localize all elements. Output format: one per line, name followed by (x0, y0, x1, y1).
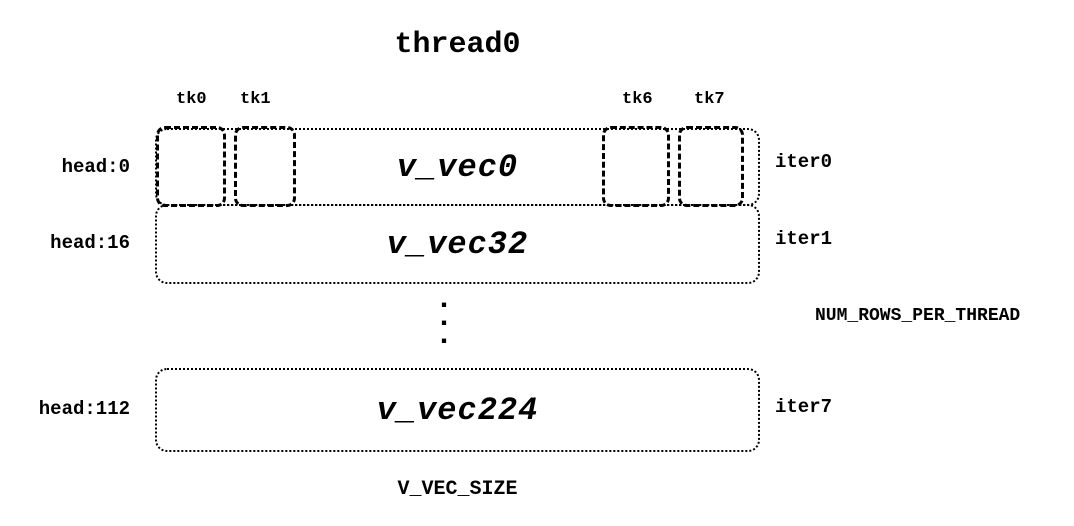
thread-cell-tk1 (234, 126, 296, 207)
vector-label-1: v_vec32 (386, 225, 529, 263)
tick-label-tk6: tk6 (622, 90, 653, 109)
thread-cell-tk6 (602, 126, 670, 207)
head-label-0: head:0 (61, 156, 130, 178)
ellipsis-dot: . (435, 301, 454, 335)
num-rows-per-thread-annotation: NUM_ROWS_PER_THREAD (815, 306, 1021, 326)
vector-row-2: v_vec224 (155, 368, 760, 452)
thread-cell-tk7 (678, 126, 744, 207)
vector-row-1: v_vec32 (155, 204, 760, 284)
tick-label-tk7: tk7 (694, 90, 725, 109)
tick-label-tk1: tk1 (240, 90, 271, 109)
vector-label-0: v_vec0 (396, 148, 519, 186)
head-label-1: head:16 (50, 232, 130, 254)
head-label-2: head:112 (38, 398, 130, 420)
diagram-title: thread0 (394, 28, 521, 62)
thread-cell-tk0 (156, 126, 226, 207)
v-vec-size-label: V_VEC_SIZE (397, 478, 518, 501)
iter-label-2: iter7 (775, 396, 833, 418)
vector-label-2: v_vec224 (376, 391, 539, 429)
ellipsis-dot: . (435, 283, 454, 317)
ellipsis-dot: . (435, 319, 454, 353)
iter-label-1: iter1 (775, 228, 833, 250)
tick-label-tk0: tk0 (176, 90, 207, 109)
iter-label-0: iter0 (775, 151, 833, 173)
vertical-ellipsis: . . . (435, 283, 454, 353)
